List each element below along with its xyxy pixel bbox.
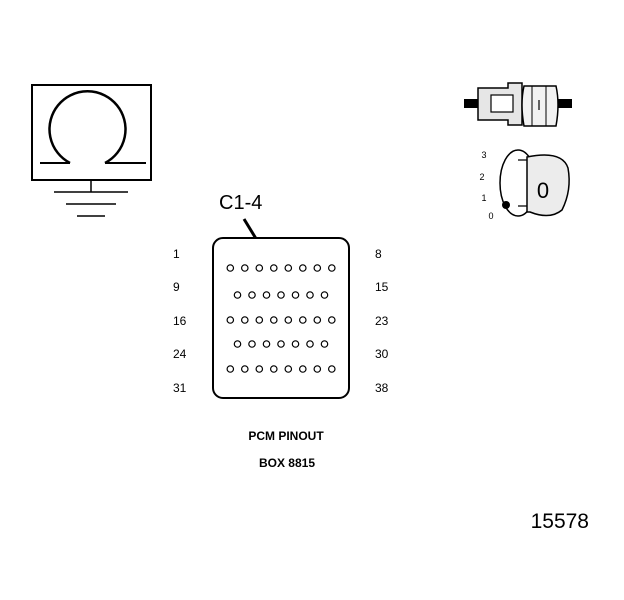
pin-hole xyxy=(277,291,285,299)
row-label-right: 15 xyxy=(375,280,389,294)
pin-hole xyxy=(306,291,314,299)
key-position-1: 1 xyxy=(481,193,486,203)
row-label-left: 1 xyxy=(173,247,180,261)
pin-hole xyxy=(298,264,307,272)
pin-hole xyxy=(298,365,307,373)
diagram-title: PCM PINOUT xyxy=(248,429,324,443)
pin-hole xyxy=(248,340,256,348)
pin-hole xyxy=(313,264,322,272)
row-label-left: 9 xyxy=(173,280,180,294)
pin-hole xyxy=(262,291,271,299)
pin-hole xyxy=(233,340,242,348)
pin-hole xyxy=(241,264,249,272)
row-label-right: 8 xyxy=(375,247,382,261)
pin-hole xyxy=(320,340,329,348)
pin-hole xyxy=(291,291,300,299)
pin-hole xyxy=(291,340,300,348)
pin-hole xyxy=(262,340,271,348)
ground-icon xyxy=(54,180,128,217)
pin-hole xyxy=(255,316,264,324)
pin-hole xyxy=(320,291,329,299)
figure-number: 15578 xyxy=(531,510,589,533)
key-label: 0 xyxy=(537,178,549,203)
pin-hole xyxy=(226,264,235,272)
pin-hole xyxy=(284,365,293,373)
ignition-key-icon xyxy=(499,149,570,217)
diagram-subtitle: BOX 8815 xyxy=(259,456,315,470)
pin-hole xyxy=(255,264,264,272)
row-label-left: 16 xyxy=(173,314,187,328)
pin-callout: C1-4 xyxy=(219,192,262,214)
pin-hole xyxy=(298,316,307,324)
connector-plug-icon xyxy=(464,82,572,127)
pin-hole xyxy=(327,264,336,272)
pin-hole xyxy=(255,365,264,373)
pin-hole xyxy=(277,340,285,348)
row-label-left: 24 xyxy=(173,347,187,361)
pin-hole xyxy=(226,365,235,373)
row-label-right: 38 xyxy=(375,381,389,395)
key-position-3: 3 xyxy=(481,150,486,160)
row-label-right: 23 xyxy=(375,314,389,328)
pin-hole xyxy=(313,316,322,324)
key-position-2: 2 xyxy=(479,172,484,182)
pin-hole xyxy=(269,264,278,272)
key-position-labels: 3 2 1 0 xyxy=(479,150,493,221)
pin-hole xyxy=(233,291,242,299)
connector-face xyxy=(212,237,350,399)
row-labels-right: 8 15 23 30 38 xyxy=(375,247,389,395)
row-label-left: 31 xyxy=(173,381,187,395)
row-label-right: 30 xyxy=(375,347,389,361)
key-position-0: 0 xyxy=(488,211,493,221)
pin-hole xyxy=(248,291,256,299)
pin-hole xyxy=(327,316,336,324)
pin-hole xyxy=(306,340,314,348)
pin-hole xyxy=(269,316,278,324)
pin-hole xyxy=(284,316,293,324)
pin-hole xyxy=(313,365,322,373)
pin-grid xyxy=(226,264,336,373)
row-labels-left: 1 9 16 24 31 xyxy=(173,247,187,395)
pin-hole xyxy=(327,365,336,373)
ohmmeter-icon xyxy=(31,84,152,181)
pin-hole xyxy=(241,316,249,324)
pin-hole xyxy=(226,316,235,324)
pin-hole xyxy=(241,365,249,373)
pin-hole xyxy=(284,264,293,272)
pin-hole xyxy=(269,365,278,373)
